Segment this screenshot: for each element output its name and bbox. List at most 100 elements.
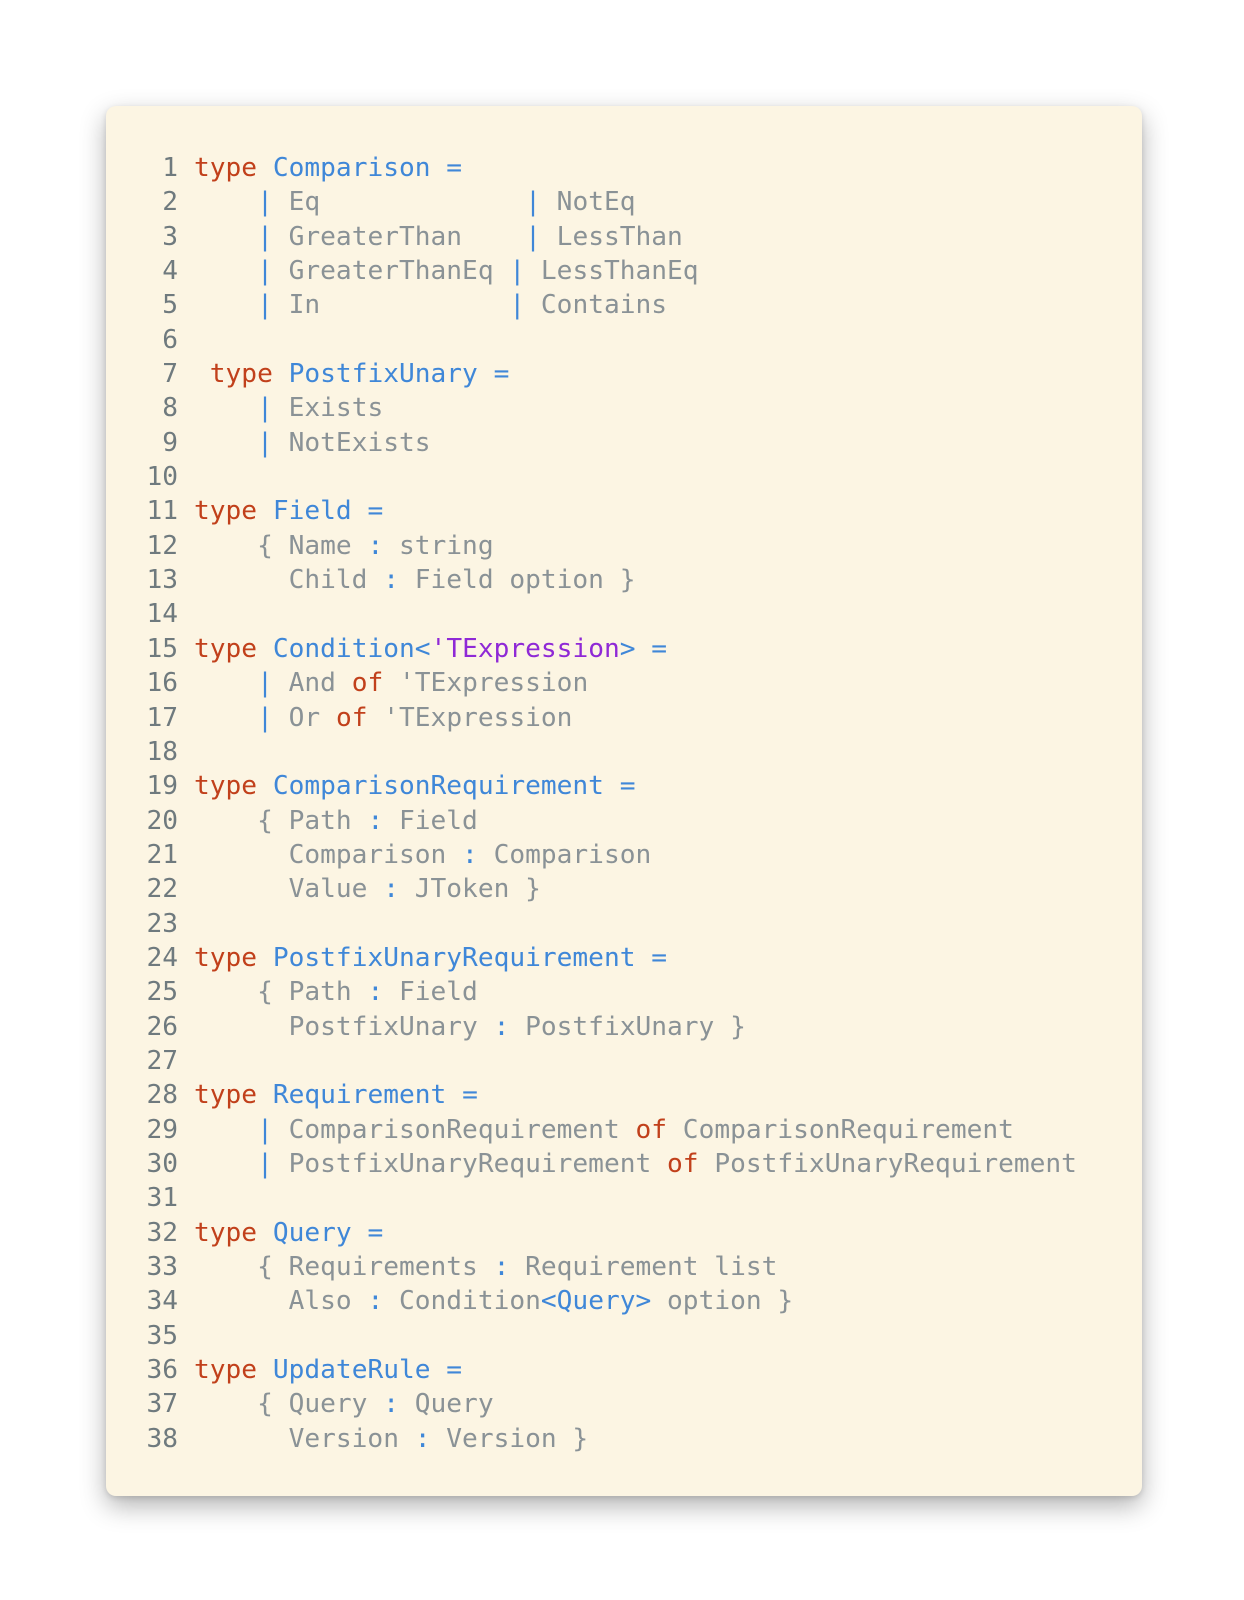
line-number: 35 xyxy=(146,1320,178,1351)
line-number: 27 xyxy=(146,1045,178,1076)
punctuation-token: : xyxy=(383,874,399,905)
line-content: { Path : Field xyxy=(178,975,478,1009)
code-text-token xyxy=(257,943,273,973)
line-content: type Condition<'TExpression> = xyxy=(178,632,667,666)
punctuation-token: : xyxy=(367,1286,384,1317)
type-name-token: ComparisonRequirement xyxy=(272,771,604,802)
keyword-token: type xyxy=(194,1355,258,1386)
code-text-token: NotEq xyxy=(540,187,636,218)
line-content: { Path : Field xyxy=(178,804,478,838)
type-name-token: Field xyxy=(272,496,352,527)
line-number: 17 xyxy=(146,702,178,733)
punctuation-token: : xyxy=(383,1389,399,1420)
code-text-token: GreaterThanEq xyxy=(272,256,510,287)
punctuation-token: : xyxy=(367,977,384,1008)
code-line: 27 xyxy=(106,1044,1142,1078)
line-content: type PostfixUnaryRequirement = xyxy=(178,941,667,975)
code-text-token: Also xyxy=(194,1286,368,1317)
type-name-token: Comparison xyxy=(272,153,431,183)
line-number: 7 xyxy=(162,359,178,390)
code-line: 33 { Requirements : Requirement list xyxy=(106,1250,1142,1284)
code-line: 35 xyxy=(106,1319,1142,1353)
code-text-token xyxy=(257,771,273,801)
punctuation-token: | xyxy=(525,221,541,252)
line-content: | NotExists xyxy=(178,426,430,460)
punctuation-token: | xyxy=(257,393,273,424)
code-text-token xyxy=(194,256,257,286)
code-line: 14 xyxy=(106,597,1142,631)
code-text-token: Requirement list xyxy=(509,1252,778,1282)
keyword-token: type xyxy=(194,496,258,527)
keyword-token: of xyxy=(667,1148,699,1179)
keyword-token: of xyxy=(635,1114,668,1145)
line-content: type UpdateRule = xyxy=(178,1353,462,1387)
type-name-token: Query xyxy=(272,1217,352,1248)
code-text-token xyxy=(194,1115,257,1145)
code-text-token: Field option } xyxy=(398,565,636,596)
line-content: | Exists xyxy=(178,391,383,425)
punctuation-token: = xyxy=(635,942,668,973)
code-line: 8 | Exists xyxy=(106,391,1142,425)
code-text-token xyxy=(257,496,273,526)
punctuation-token: : xyxy=(367,805,384,836)
code-line: 16 | And of 'TExpression xyxy=(106,666,1142,700)
line-content: { Query : Query xyxy=(178,1387,494,1421)
line-number: 30 xyxy=(146,1148,178,1179)
code-line: 25 { Path : Field xyxy=(106,975,1142,1009)
code-line: 20 { Path : Field xyxy=(106,804,1142,838)
code-text-token: Version xyxy=(194,1423,415,1454)
code-text-token: { Path xyxy=(194,977,368,1008)
keyword-token: type xyxy=(194,1217,258,1248)
punctuation-token: | xyxy=(257,668,273,699)
code-line: 29 | ComparisonRequirement of Comparison… xyxy=(106,1113,1142,1147)
punctuation-token: | xyxy=(257,427,273,458)
keyword-token: type xyxy=(194,633,258,664)
punctuation-token: : xyxy=(493,1252,510,1282)
code-text-token: Version } xyxy=(430,1423,589,1454)
keyword-token: of xyxy=(335,702,368,733)
line-content: | PostfixUnaryRequirement of PostfixUnar… xyxy=(178,1147,1077,1181)
code-line: 31 xyxy=(106,1181,1142,1215)
code-text-token: Value xyxy=(194,874,384,905)
code-text-token: { Name xyxy=(194,530,368,561)
line-content: | GreaterThanEq | LessThanEq xyxy=(178,254,699,288)
line-number: 20 xyxy=(146,805,178,836)
code-text-token xyxy=(257,634,273,664)
code-line: 37 { Query : Query xyxy=(106,1387,1142,1421)
code-text-token: Query xyxy=(398,1389,494,1420)
code-text-token: 'TExpression xyxy=(367,702,573,733)
code-text-token xyxy=(273,359,289,389)
line-content: | Or of 'TExpression xyxy=(178,701,572,735)
code-text-token: option } xyxy=(651,1286,794,1317)
line-number: 8 xyxy=(162,393,178,424)
line-number: 25 xyxy=(146,977,178,1008)
code-text-token: In xyxy=(272,290,510,321)
type-name-token: PostfixUnary xyxy=(288,359,478,390)
punctuation-token: : xyxy=(414,1423,431,1454)
code-line: 5 | In | Contains xyxy=(106,288,1142,322)
code-text-token: GreaterThan xyxy=(272,221,526,252)
code-text-token: Field xyxy=(383,805,478,836)
code-text-token: PostfixUnaryRequirement xyxy=(698,1148,1077,1179)
code-text-token: PostfixUnaryRequirement xyxy=(272,1148,668,1179)
code-line: 18 xyxy=(106,735,1142,769)
line-number: 32 xyxy=(146,1217,178,1248)
type-name-token: Condition xyxy=(272,633,415,664)
punctuation-token: | xyxy=(257,1114,273,1145)
punctuation-token: = xyxy=(477,359,510,390)
code-text-token: LessThan xyxy=(540,221,683,252)
punctuation-token: | xyxy=(257,1148,273,1179)
line-content: | ComparisonRequirement of ComparisonReq… xyxy=(178,1113,1014,1147)
line-number: 22 xyxy=(146,874,178,905)
line-number: 29 xyxy=(146,1114,178,1145)
code-text-token: { Path xyxy=(194,805,368,836)
type-name-token: UpdateRule xyxy=(272,1355,431,1386)
code-text-token xyxy=(194,428,257,458)
code-text-token: Child xyxy=(194,565,384,596)
punctuation-token: > xyxy=(619,633,636,664)
